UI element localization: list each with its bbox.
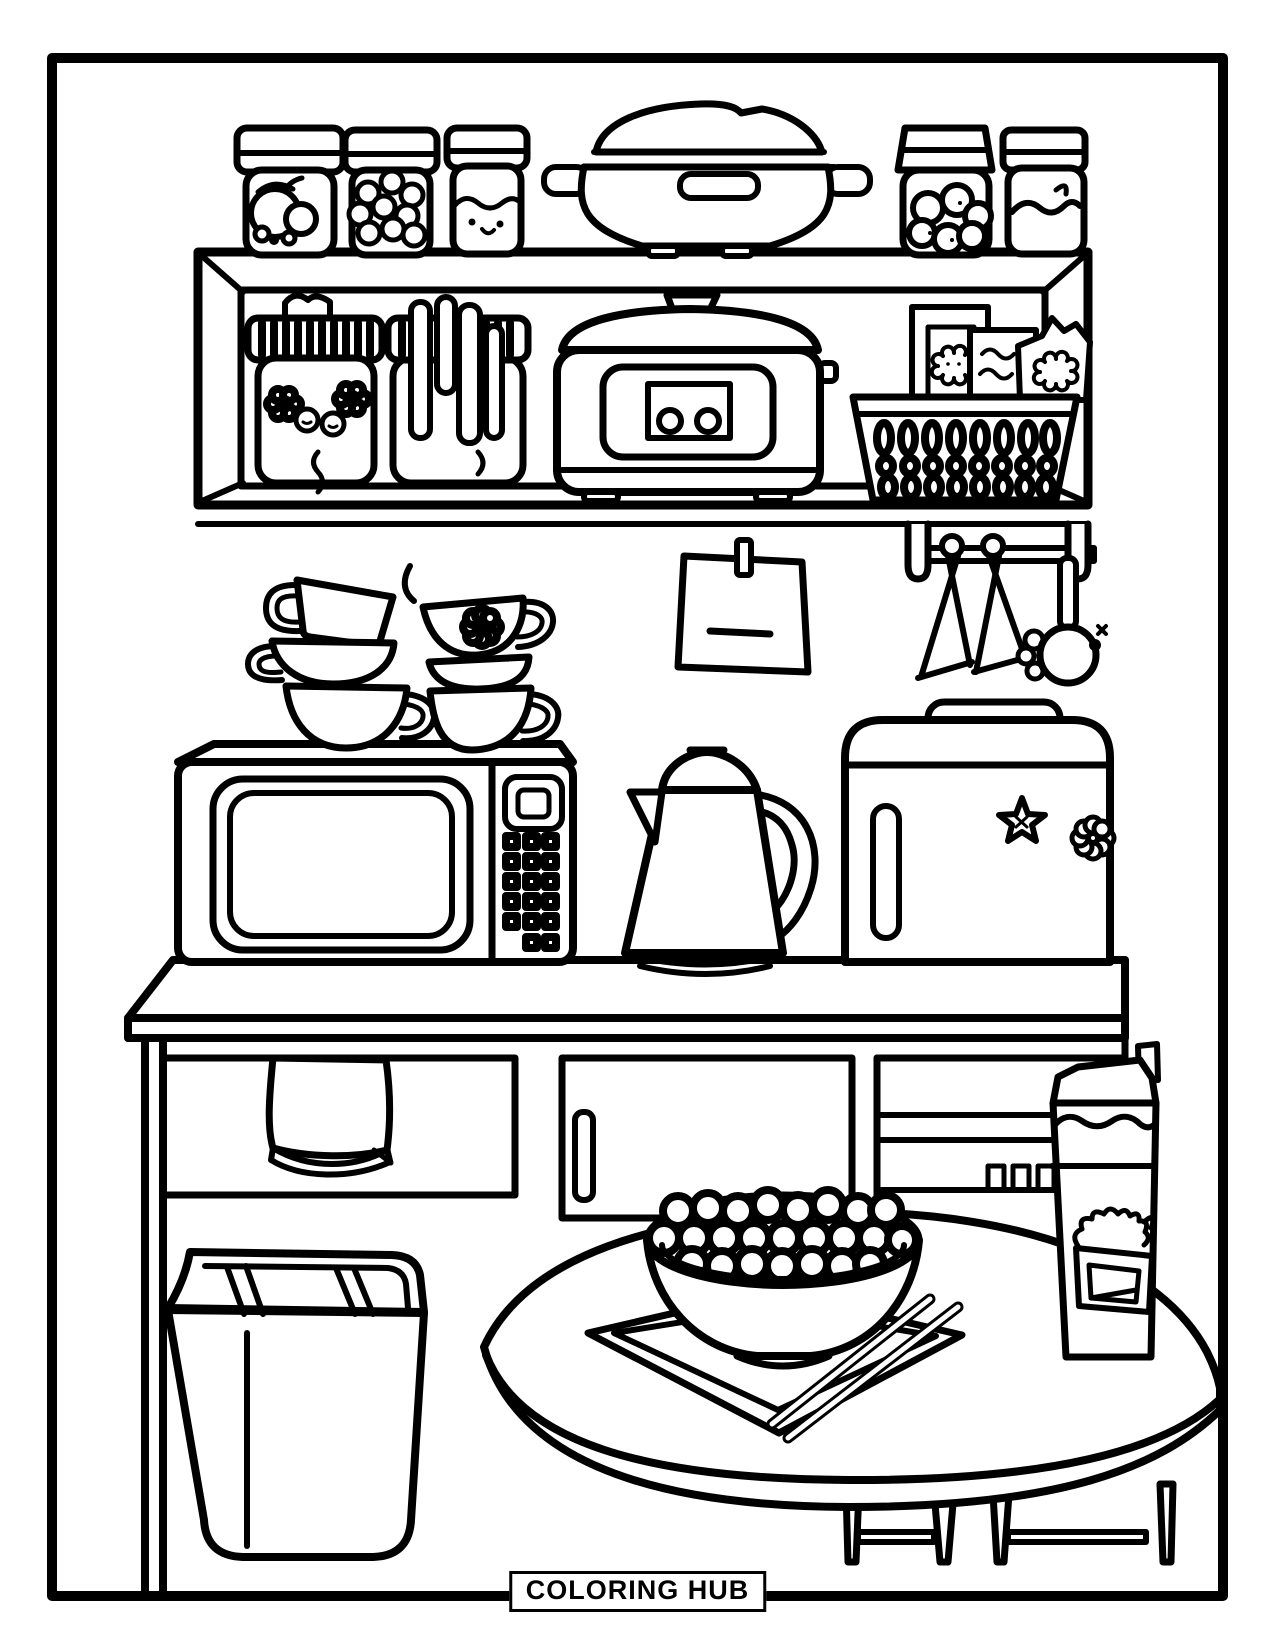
footer-brand-badge: COLORING HUB bbox=[508, 1571, 767, 1612]
trash-can-icon bbox=[164, 1248, 428, 1561]
jar-with-face-icon bbox=[443, 124, 531, 258]
microwave-icon bbox=[174, 740, 577, 966]
cereal-bowl-icon bbox=[643, 1186, 923, 1370]
hanging-towel-icon bbox=[265, 1054, 394, 1178]
star-sticker-icon bbox=[996, 795, 1048, 844]
casserole-pot-icon bbox=[541, 100, 873, 259]
jar-of-candies-icon bbox=[341, 126, 441, 259]
cereal-balls bbox=[645, 1186, 920, 1285]
steam-line bbox=[401, 563, 417, 604]
hanging-spoon-icon bbox=[1015, 555, 1108, 687]
flower-sticker-icon bbox=[1069, 814, 1117, 862]
footer-brand-label: COLORING HUB bbox=[525, 1575, 750, 1605]
jar-of-cookies-icon bbox=[894, 124, 996, 259]
jar-of-cherries-icon bbox=[233, 124, 347, 259]
cup-stack-right bbox=[419, 594, 562, 754]
counter-with-cabinets bbox=[124, 956, 1129, 1600]
jar-with-flower-garland-icon bbox=[244, 292, 386, 495]
snack-packets-icon bbox=[909, 304, 1093, 403]
kettle-icon bbox=[621, 746, 819, 977]
jar-of-jam-icon bbox=[999, 126, 1089, 258]
jar-with-utensils-icon bbox=[384, 294, 532, 487]
table-legs bbox=[842, 1480, 1177, 1566]
cooler-box-icon bbox=[841, 698, 1117, 966]
snack-basket-icon bbox=[849, 393, 1081, 504]
chopsticks-icon bbox=[766, 1293, 964, 1444]
rice-cooker-icon bbox=[553, 291, 839, 504]
cup-stack-left bbox=[245, 576, 438, 752]
hanging-turner-icon bbox=[915, 533, 975, 681]
utensil-rail bbox=[904, 520, 1108, 687]
milk-carton-icon bbox=[1049, 1041, 1161, 1361]
flower-motif-icon bbox=[459, 604, 505, 650]
pinned-note bbox=[674, 537, 812, 676]
